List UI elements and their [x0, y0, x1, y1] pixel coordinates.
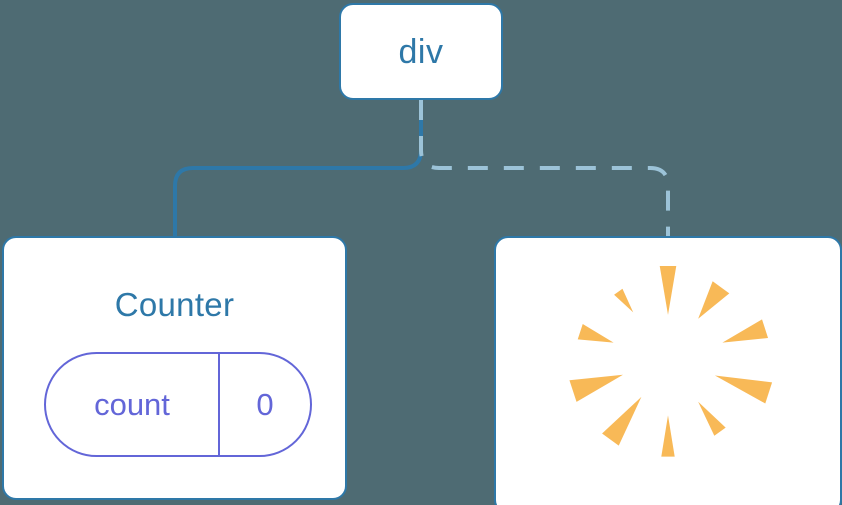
starburst-ray-9: [577, 324, 614, 343]
edge-div-to-counter: [173, 100, 423, 236]
starburst-ray-10: [614, 288, 634, 313]
node-counter[interactable]: Counter count 0: [2, 236, 347, 500]
starburst-ray-6: [661, 415, 675, 457]
starburst-ray-2: [698, 281, 730, 319]
edge-div-to-loading: [419, 100, 670, 236]
starburst-ray-7: [602, 396, 642, 446]
node-loading[interactable]: [494, 236, 842, 505]
starburst-ray-5: [698, 401, 726, 436]
node-counter-label: Counter: [114, 286, 235, 323]
node-div-label: div: [398, 32, 444, 71]
state-pill-divider: [218, 354, 220, 455]
state-pill-value: 0: [256, 387, 274, 422]
node-div[interactable]: div: [339, 3, 503, 100]
starburst-ray-3: [722, 319, 769, 343]
starburst-ray-8: [569, 374, 623, 402]
starburst-ray-1: [659, 265, 677, 315]
state-pill-count[interactable]: count 0: [44, 352, 312, 457]
starburst-ray-4: [714, 375, 773, 404]
state-pill-key: count: [94, 387, 170, 422]
starburst-icon: [569, 265, 773, 457]
